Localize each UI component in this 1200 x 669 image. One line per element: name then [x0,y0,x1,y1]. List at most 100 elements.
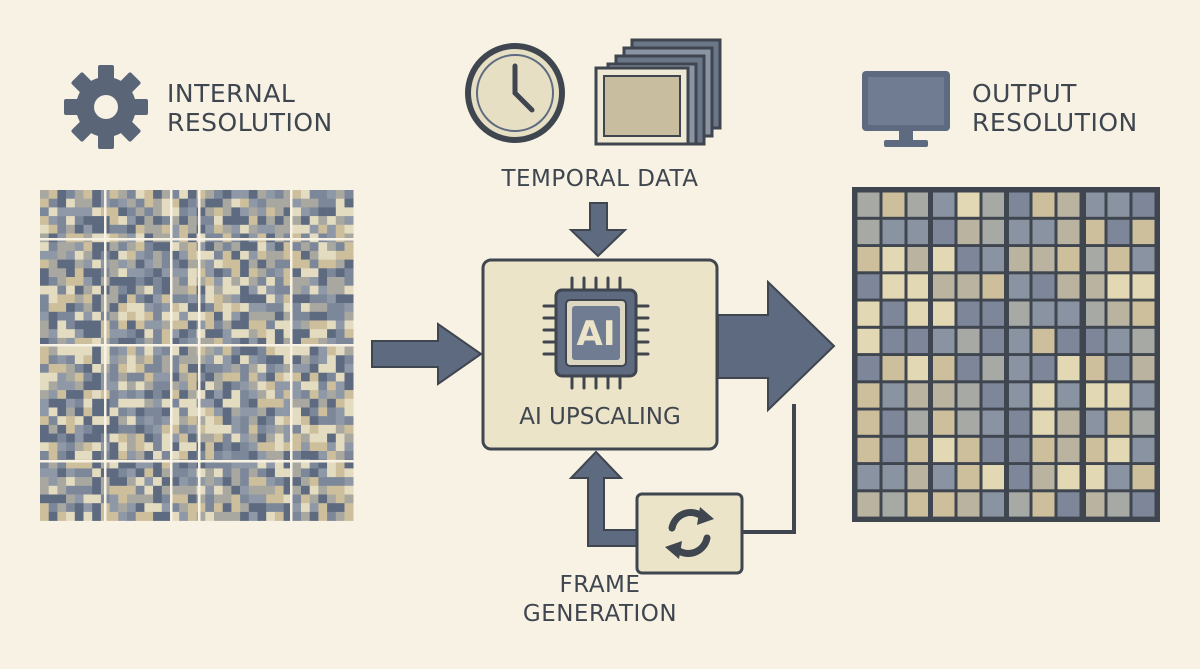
pixel [248,242,258,252]
pixel [205,494,215,504]
pixel [196,294,206,304]
pixel [48,311,58,321]
pixel [57,277,67,286]
pixel [40,416,49,426]
pixel [170,416,180,426]
output-pixel [907,465,930,490]
pixel [248,433,258,443]
output-band [1081,187,1086,522]
pixel [240,468,250,478]
pixel [257,468,267,478]
pixel [153,398,163,408]
pixel [135,346,145,356]
pixel [48,224,58,234]
pixel [205,329,215,339]
grid-divider [198,190,201,521]
pixel [257,190,267,199]
pixel [231,459,241,469]
pixel [301,442,310,452]
pixel [214,442,223,452]
pixel [161,346,171,356]
pixel [161,407,171,417]
pixel [92,451,102,460]
pixel [187,364,197,373]
pixel [335,416,345,426]
pixel [231,198,241,208]
pixel [248,468,258,478]
pixel [48,372,58,382]
pixel [292,503,302,513]
pixel [40,242,49,252]
pixel [179,355,189,365]
pixel [161,477,171,487]
pixel [318,216,328,226]
pixel [248,451,258,460]
pixel [327,451,337,460]
output-pixel [982,410,1005,435]
pixel [248,303,258,313]
pixel [231,250,241,260]
output-pixel [1007,328,1030,354]
pixel [83,285,93,295]
pixel [318,485,328,495]
pixel [335,442,345,452]
pixel [231,285,241,295]
pixel [92,294,102,304]
ai-upscaling-label: AI UPSCALING [519,404,681,430]
pixel [83,424,93,434]
pixel [144,285,154,295]
pixel [205,503,215,513]
pixel [57,398,67,408]
pixel [231,390,241,400]
pixel [274,468,284,478]
pixel [66,451,76,460]
pixel [196,250,206,260]
pixel [274,303,284,313]
pixel [109,320,119,330]
pixel [48,216,58,226]
pixel [57,294,67,304]
pixel [274,459,284,469]
gear-icon [64,65,148,149]
pixel [301,216,310,226]
pixel [266,398,276,408]
pixel [248,268,258,278]
pixel [214,198,223,208]
pixel [144,303,154,313]
pixel [179,494,189,504]
pixel [301,407,310,417]
pixel [92,259,102,269]
grid-divider [290,190,293,521]
pixel [179,468,189,478]
pixel [240,407,250,417]
pixel [179,407,189,417]
pixel [327,303,337,313]
pixel [205,198,215,208]
pixel [292,303,302,313]
pixel [187,407,197,417]
pixel [327,198,337,208]
pixel [135,329,145,339]
pixel [309,190,319,199]
pixel [292,268,302,278]
pixel [118,277,128,286]
pixel [231,242,241,252]
pixel [335,485,345,495]
pixel [187,424,197,434]
pixel [205,285,215,295]
pixel [179,294,189,304]
pixel [196,503,206,513]
pixel [327,190,337,199]
pixel [40,442,49,452]
pixel [309,477,319,487]
pixel [274,268,284,278]
pixel [170,494,180,504]
pixel [327,424,337,434]
output-pixel [932,356,955,381]
pixel [179,390,189,400]
pixel [118,250,128,260]
pixel [214,424,223,434]
pixel [222,424,232,434]
output-pixel [957,437,980,463]
pixel [144,337,154,347]
